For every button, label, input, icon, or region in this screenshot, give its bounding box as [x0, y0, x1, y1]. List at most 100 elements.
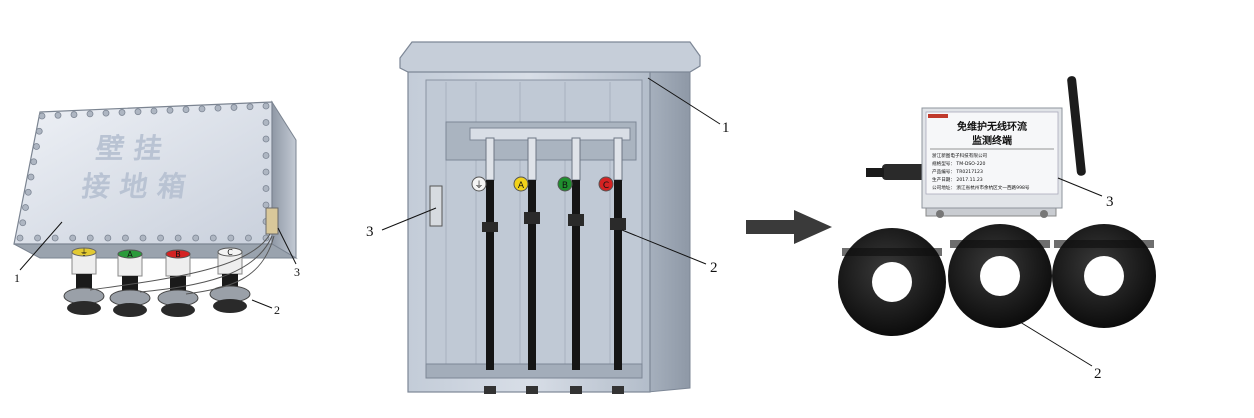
bolt — [104, 234, 112, 242]
bolt — [134, 108, 142, 116]
box-cap-label: B — [175, 250, 181, 259]
bolt — [86, 234, 94, 242]
cabinet-phase-column: C — [598, 137, 626, 370]
terminal-info-line: 浙江新图电子科技有限公司 — [932, 152, 988, 159]
middle-callout-3: 3 — [366, 224, 374, 240]
bolt — [70, 111, 78, 118]
phase-marker-a — [513, 176, 529, 192]
middle-leader-3 — [381, 207, 437, 231]
bolt — [227, 234, 235, 242]
terminal-title-line2: 监测终端 — [972, 134, 1012, 147]
left-leader-1 — [19, 221, 63, 271]
left-leader-2 — [251, 299, 273, 309]
bolt — [166, 106, 174, 114]
bolt — [214, 104, 222, 112]
box-front-face — [13, 101, 273, 245]
box-cap-label: C — [227, 248, 233, 257]
bolt — [16, 234, 24, 242]
terminal-info-line: 生产日期： 2017.11.23 — [932, 176, 983, 183]
box-embossed-line2: 接 地 箱 — [80, 170, 188, 203]
phase-marker-label: ⏚ — [474, 180, 483, 191]
bolt — [157, 234, 164, 242]
bolt — [262, 201, 270, 209]
bolt — [262, 152, 270, 159]
right-leader-2 — [1019, 321, 1093, 367]
box-cap-label: A — [127, 250, 133, 259]
box-signal-wire — [185, 235, 275, 295]
middle-leader-2 — [621, 229, 707, 265]
left-callout-1: 1 — [14, 271, 20, 285]
middle-callout-1: 1 — [722, 120, 730, 136]
bolt — [102, 109, 110, 117]
box-side-face — [271, 100, 297, 259]
bolt — [139, 234, 147, 242]
bolt — [24, 188, 32, 196]
grounding-box-illustration: 壁 挂 接 地 箱 ⏚ A — [13, 100, 300, 317]
bolt — [30, 158, 38, 166]
bolt — [34, 234, 41, 242]
bolt — [262, 234, 270, 242]
antenna-icon — [1067, 76, 1086, 176]
bolt — [245, 234, 252, 242]
process-arrow — [746, 210, 832, 244]
box-embossed-line1: 壁 挂 — [94, 132, 164, 165]
terminal-info-line: 公司地址： 浙江省杭州市余杭区文一西路998号 — [932, 184, 1030, 191]
box-signal-wire — [89, 233, 271, 291]
bolt — [174, 234, 182, 242]
box-cable-entries: ⏚ A B — [63, 247, 251, 317]
cabinet-illustration: ⏚ A B C — [366, 41, 730, 394]
cabinet-phase-column: ⏚ — [471, 137, 498, 370]
left-callout-3: 3 — [294, 265, 300, 279]
cabinet-busbar — [469, 127, 631, 141]
phase-marker-label: A — [518, 181, 525, 191]
middle-leader-1 — [647, 77, 721, 125]
box-cable-entry: A — [109, 249, 151, 317]
middle-callout-2: 2 — [710, 260, 718, 276]
terminal-info-line: 产品编号： TR0217123 — [932, 168, 983, 175]
bolt — [38, 112, 46, 120]
cabinet-feet — [484, 386, 624, 394]
cabinet-phase-column: A — [513, 137, 540, 370]
ct-ring — [948, 224, 1052, 328]
left-callout-2: 2 — [274, 303, 280, 317]
bolt — [246, 103, 254, 111]
bolt — [27, 173, 35, 181]
bolt — [118, 109, 126, 116]
cabinet-roof — [399, 41, 701, 73]
terminal-label — [925, 111, 1059, 195]
box-bolts — [16, 102, 270, 242]
box-signal-wire — [139, 235, 273, 293]
bolt — [22, 204, 29, 211]
bolt — [54, 111, 62, 119]
right-callout-2: 2 — [1094, 366, 1102, 382]
bolt — [230, 104, 238, 111]
left-leader-3 — [277, 227, 297, 265]
bolt — [69, 234, 77, 242]
phase-marker-label: C — [603, 181, 609, 191]
bolt — [262, 168, 270, 176]
bolt — [209, 234, 217, 242]
cabinet-phase-columns: ⏚ A B C — [471, 137, 626, 370]
cabinet-sensor — [429, 185, 443, 227]
bolt — [262, 185, 270, 192]
bolt — [150, 107, 158, 115]
bolt — [51, 234, 59, 242]
phase-marker-b — [557, 176, 573, 192]
bolt — [262, 135, 270, 143]
bolt — [35, 127, 43, 135]
box-cable-entry: C — [209, 247, 251, 313]
terminal-info-line: 规格型号： TM-DSO-220 — [932, 160, 986, 167]
bolt — [182, 106, 190, 113]
bolt — [33, 143, 40, 150]
current-transformer-rings: 2 — [838, 224, 1156, 382]
right-leader-3 — [1057, 177, 1103, 197]
bolt — [262, 102, 270, 110]
right-callout-3: 3 — [1106, 194, 1114, 210]
bolt — [122, 234, 129, 242]
terminal-title-line1: 免维护无线环流 — [957, 120, 1027, 133]
phase-marker-c — [598, 176, 614, 192]
box-cap-label: ⏚ — [80, 248, 88, 257]
terminal-connector — [882, 164, 926, 180]
ct-ring — [838, 228, 946, 336]
